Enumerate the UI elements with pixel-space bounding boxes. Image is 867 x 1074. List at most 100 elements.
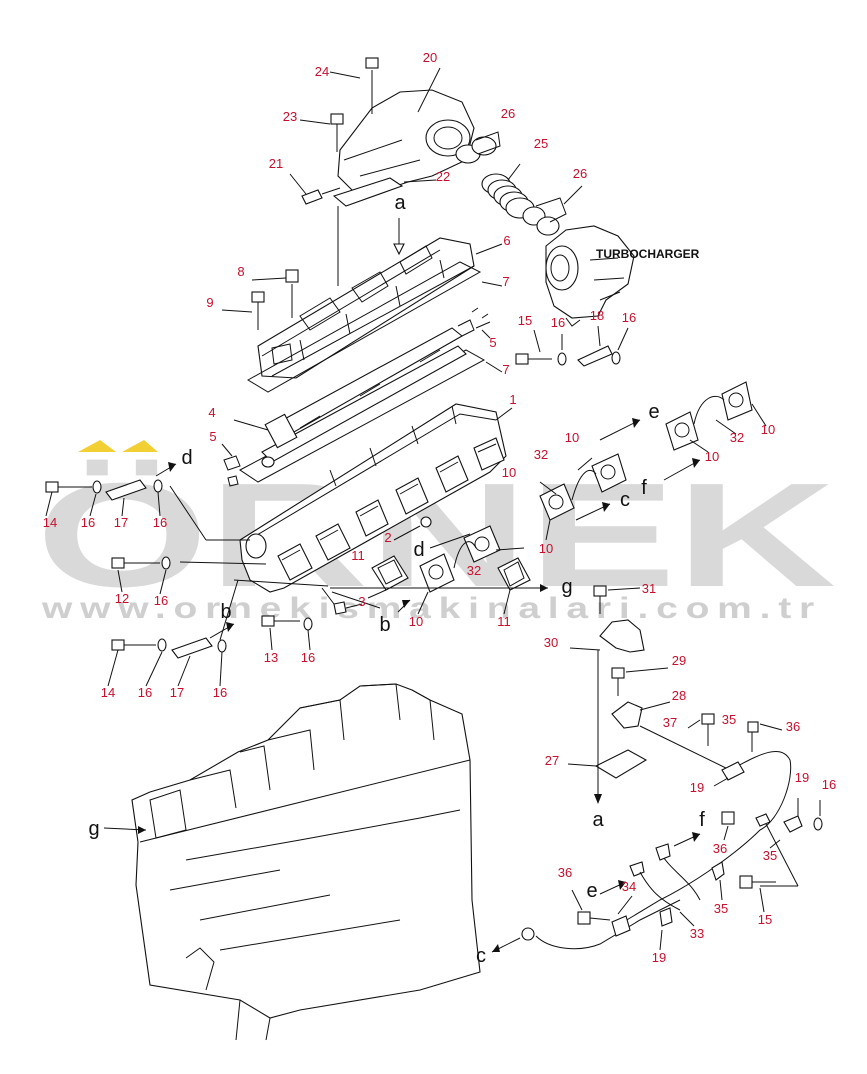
ref-letter-g: g bbox=[561, 576, 572, 598]
callout-24: 24 bbox=[315, 64, 329, 79]
callout-13: 13 bbox=[264, 650, 278, 665]
callout-16: 16 bbox=[153, 515, 167, 530]
callout-15: 15 bbox=[518, 313, 532, 328]
callout-16: 16 bbox=[551, 315, 565, 330]
callout-28: 28 bbox=[672, 688, 686, 703]
callout-21: 21 bbox=[269, 156, 283, 171]
callout-10: 10 bbox=[565, 430, 579, 445]
callout-12: 12 bbox=[115, 591, 129, 606]
bellows bbox=[481, 173, 535, 219]
ref-letter-c: c bbox=[620, 489, 630, 511]
callout-23: 23 bbox=[283, 109, 297, 124]
callout-11: 11 bbox=[351, 548, 365, 563]
callout-16: 16 bbox=[138, 685, 152, 700]
callout-16: 16 bbox=[301, 650, 315, 665]
manifold-cover-group bbox=[221, 218, 503, 483]
callout-8: 8 bbox=[237, 264, 244, 279]
callout-19: 19 bbox=[690, 780, 704, 795]
callout-18: 18 bbox=[590, 308, 604, 323]
watermark-url: www.ornekismakinalari.com.tr bbox=[41, 592, 822, 625]
callout-2: 2 bbox=[384, 530, 391, 545]
left-fasteners bbox=[45, 479, 313, 687]
callout-30: 30 bbox=[544, 635, 558, 650]
callout-14: 14 bbox=[43, 515, 57, 530]
callout-36: 36 bbox=[713, 841, 727, 856]
ref-letter-f: f bbox=[699, 809, 705, 831]
callout-22: 22 bbox=[436, 169, 450, 184]
callout-26: 26 bbox=[573, 166, 587, 181]
turbocharger: TURBOCHARGER bbox=[545, 225, 700, 327]
ref-letter-a: a bbox=[394, 192, 406, 214]
ref-letter-d: d bbox=[413, 539, 424, 561]
ref-letter-a: a bbox=[592, 809, 604, 831]
callout-10: 10 bbox=[539, 541, 553, 556]
callout-11: 11 bbox=[497, 614, 511, 629]
callout-10: 10 bbox=[761, 422, 775, 437]
exhaust-manifold bbox=[239, 403, 513, 615]
callout-15: 15 bbox=[758, 912, 772, 927]
callout-7: 7 bbox=[502, 274, 509, 289]
callout-16: 16 bbox=[81, 515, 95, 530]
callout-10: 10 bbox=[409, 614, 423, 629]
watermark-accent-mark bbox=[78, 440, 158, 452]
callout-14: 14 bbox=[101, 685, 115, 700]
callout-37: 37 bbox=[663, 715, 677, 730]
gasket-upper bbox=[247, 261, 482, 393]
callout-25: 25 bbox=[534, 136, 548, 151]
gaskets-and-flanges bbox=[367, 381, 767, 615]
callout-29: 29 bbox=[672, 653, 686, 668]
ref-letter-c: c bbox=[476, 945, 486, 967]
tube-assembly bbox=[221, 307, 491, 487]
elbow-gasket bbox=[332, 177, 404, 207]
bracket-assembly bbox=[567, 585, 731, 804]
callout-9: 9 bbox=[206, 295, 213, 310]
callout-6: 6 bbox=[503, 233, 510, 248]
callout-19: 19 bbox=[652, 950, 666, 965]
callout-4: 4 bbox=[208, 405, 215, 420]
callout-19: 19 bbox=[795, 770, 809, 785]
callout-27: 27 bbox=[545, 753, 559, 768]
callout-35: 35 bbox=[722, 712, 736, 727]
callout-32: 32 bbox=[730, 430, 744, 445]
callout-1: 1 bbox=[509, 392, 516, 407]
callout-36: 36 bbox=[558, 865, 572, 880]
callout-10: 10 bbox=[705, 449, 719, 464]
ref-letter-b: b bbox=[220, 601, 231, 623]
callout-5: 5 bbox=[209, 429, 216, 444]
callout-35: 35 bbox=[763, 848, 777, 863]
callout-16: 16 bbox=[213, 685, 227, 700]
callout-35: 35 bbox=[714, 901, 728, 916]
callout-32: 32 bbox=[467, 563, 481, 578]
bellows-group bbox=[455, 131, 583, 236]
ref-letter-d: d bbox=[181, 447, 192, 469]
turbocharger-label: TURBOCHARGER bbox=[596, 247, 700, 261]
wire-harness bbox=[491, 713, 823, 953]
callout-26: 26 bbox=[501, 106, 515, 121]
ref-letter-g: g bbox=[88, 818, 99, 840]
callout-31: 31 bbox=[642, 581, 656, 596]
callout-33: 33 bbox=[690, 926, 704, 941]
ref-letter-e: e bbox=[586, 880, 597, 902]
callout-34: 34 bbox=[622, 879, 636, 894]
callout-16: 16 bbox=[822, 777, 836, 792]
reference-arrows bbox=[103, 418, 701, 834]
callout-36: 36 bbox=[786, 719, 800, 734]
engine-block bbox=[131, 683, 481, 1041]
callout-16: 16 bbox=[622, 310, 636, 325]
callout-7: 7 bbox=[502, 362, 509, 377]
ref-letter-e: e bbox=[648, 401, 659, 423]
callout-16: 16 bbox=[154, 593, 168, 608]
callout-17: 17 bbox=[170, 685, 184, 700]
callout-17: 17 bbox=[114, 515, 128, 530]
callout-32: 32 bbox=[534, 447, 548, 462]
ref-letter-f: f bbox=[641, 477, 647, 499]
callout-3: 3 bbox=[358, 594, 365, 609]
callout-20: 20 bbox=[423, 50, 437, 65]
callout-5: 5 bbox=[489, 335, 496, 350]
callout-10: 10 bbox=[502, 465, 516, 480]
ref-letter-b: b bbox=[379, 614, 390, 636]
turbo-fasteners bbox=[515, 325, 629, 367]
